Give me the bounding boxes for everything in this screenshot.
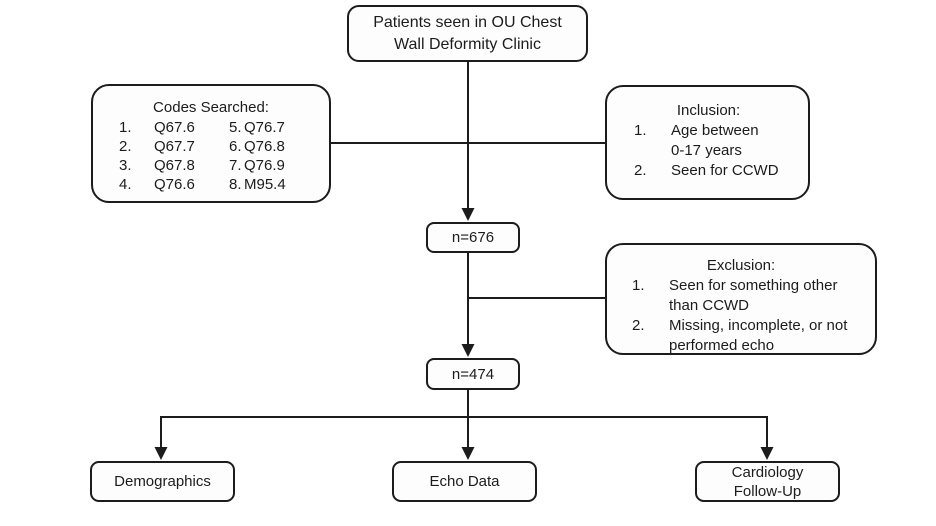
count-box-n676: n=676	[426, 222, 520, 253]
arrow-down-cardiology-icon	[760, 447, 774, 460]
inclusion-item-line: 0-17 years	[671, 142, 742, 159]
count-box-n474: n=474	[426, 358, 520, 390]
exclusion-list: 1. Seen for something other than CCWD 2.…	[632, 276, 867, 356]
arrow-down-echo-data-icon	[461, 447, 475, 460]
arrow-down-n676-icon	[461, 208, 475, 221]
arrow-down-demographics-icon	[154, 447, 168, 460]
inclusion-list: 1. Age between 0-17 years 2. Seen for CC…	[634, 121, 800, 181]
exclusion-item-line: Missing, incomplete, or not	[669, 317, 848, 334]
codes-searched-title: Codes Searched:	[153, 99, 269, 116]
count-label: n=676	[451, 229, 495, 246]
code-item-number: 2.	[119, 138, 132, 155]
code-item-number: 1.	[119, 119, 132, 136]
code-item-value: Q67.7	[154, 138, 195, 155]
codes-searched-list: 1. Q67.6 5. Q76.7 2. Q67.7 6. Q76.8 3. Q…	[119, 118, 321, 194]
exclusion-item-line: Seen for something other	[669, 277, 838, 294]
top-box-patients-seen: Patients seen in OU Chest Wall Deformity…	[347, 5, 588, 62]
inclusion-item-line: Seen for CCWD	[671, 162, 779, 179]
arrow-down-n474-icon	[461, 344, 475, 357]
inclusion-item-number: 2.	[634, 162, 647, 179]
outcome-label: Demographics	[114, 473, 211, 490]
exclusion-item-number: 1.	[632, 277, 645, 294]
inclusion-item-line: Age between	[671, 122, 759, 139]
exclusion-item-number: 2.	[632, 317, 645, 334]
cardiology-followup-box: Cardiology Follow-Up	[695, 461, 840, 502]
code-item-value: M95.4	[244, 176, 286, 193]
exclusion-item-line: than CCWD	[669, 297, 750, 314]
code-item-number: 3.	[119, 157, 132, 174]
outcome-label: Follow-Up	[733, 482, 802, 500]
exclusion-box: Exclusion: 1. Seen for something other t…	[605, 243, 877, 355]
code-item-value: Q76.8	[244, 138, 285, 155]
code-item-value: Q76.9	[244, 157, 285, 174]
inclusion-item-text: Seen for CCWD	[671, 161, 800, 181]
count-label: n=474	[451, 365, 495, 383]
code-item-number: 4.	[119, 176, 132, 193]
exclusion-item-text: Missing, incomplete, or not performed ec…	[669, 316, 867, 356]
echo-data-box: Echo Data	[392, 461, 537, 502]
inclusion-box: Inclusion: 1. Age between 0-17 years 2. …	[605, 85, 810, 200]
code-item-number: 5.	[229, 119, 242, 136]
exclusion-title: Exclusion:	[706, 257, 776, 274]
top-box-line1: Patients seen in OU Chest	[373, 13, 562, 31]
code-item-value: Q67.6	[154, 119, 195, 136]
exclusion-item-text: Seen for something other than CCWD	[669, 276, 867, 316]
code-item-number: 8.	[229, 176, 242, 193]
demographics-box: Demographics	[90, 461, 235, 502]
code-item-number: 6.	[229, 138, 242, 155]
inclusion-item-text: Age between 0-17 years	[671, 121, 800, 161]
code-item-value: Q67.8	[154, 157, 195, 174]
code-item-number: 7.	[229, 157, 242, 174]
code-item-value: Q76.7	[244, 119, 285, 136]
inclusion-title: Inclusion:	[676, 102, 741, 119]
inclusion-item-number: 1.	[634, 122, 647, 139]
top-box-line2: Wall Deformity Clinic	[394, 35, 541, 53]
outcome-label: Echo Data	[429, 473, 500, 490]
exclusion-item-line: performed echo	[669, 337, 775, 354]
outcome-label: Cardiology	[731, 463, 804, 481]
codes-searched-box: Codes Searched: 1. Q67.6 5. Q76.7 2. Q67…	[91, 84, 331, 203]
code-item-value: Q76.6	[154, 176, 195, 193]
